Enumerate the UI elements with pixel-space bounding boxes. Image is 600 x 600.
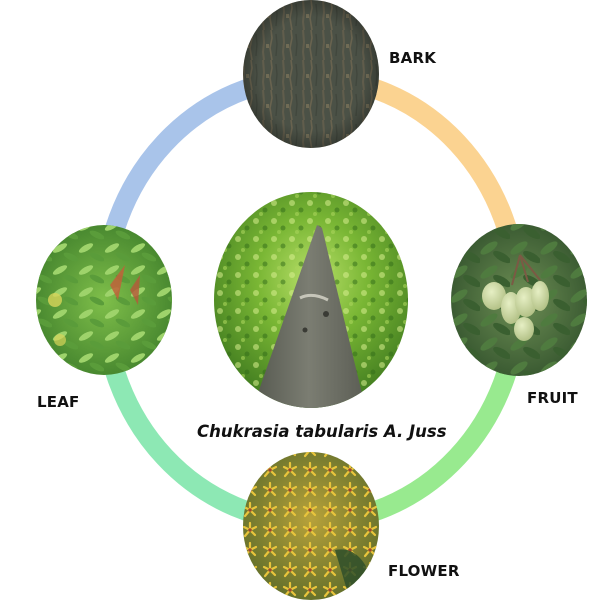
leaf-label: LEAF bbox=[37, 393, 80, 411]
leaf-image bbox=[36, 225, 172, 375]
bark-label: BARK bbox=[389, 49, 437, 67]
flower-image bbox=[243, 452, 379, 600]
species-title: Chukrasia tabularis A. Juss bbox=[197, 422, 447, 441]
center-tree-image bbox=[214, 192, 408, 408]
fruit-label: FRUIT bbox=[527, 389, 578, 407]
fruit-image bbox=[451, 224, 587, 376]
bark-image bbox=[243, 0, 379, 148]
flower-label: FLOWER bbox=[388, 562, 460, 580]
